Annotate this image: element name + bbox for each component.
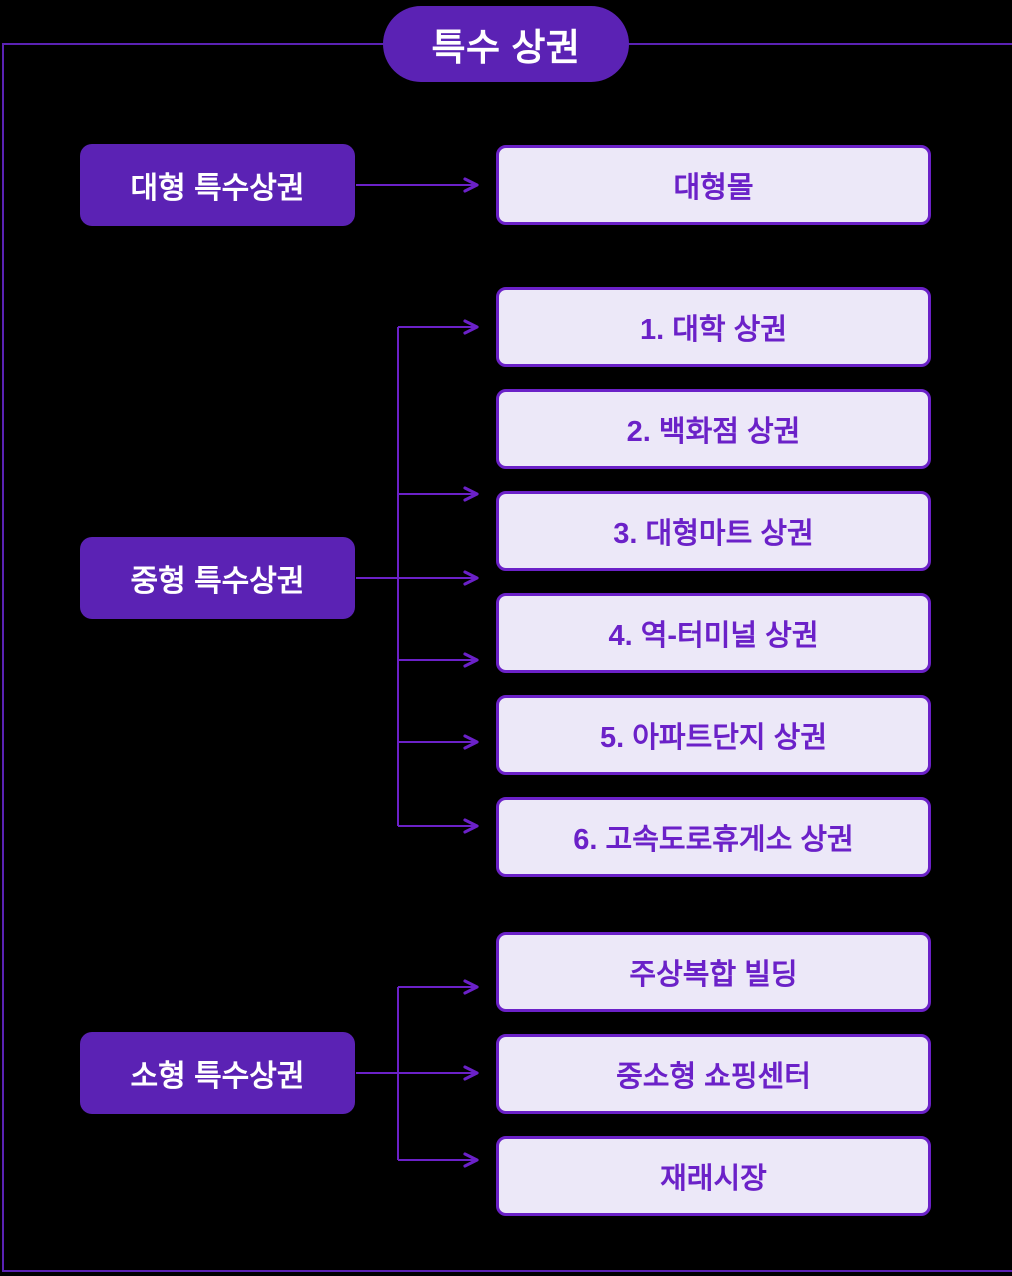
category-chip-large[interactable]: 대형 특수상권	[80, 144, 355, 226]
item-box-shopping-center[interactable]: 중소형 쇼핑센터	[496, 1034, 931, 1114]
item-box-department-store[interactable]: 2. 백화점 상권	[496, 389, 931, 469]
item-box-apartment-complex[interactable]: 5. 아파트단지 상권	[496, 695, 931, 775]
item-box-mixed-use-building[interactable]: 주상복합 빌딩	[496, 932, 931, 1012]
item-box-highway-rest-area[interactable]: 6. 고속도로휴게소 상권	[496, 797, 931, 877]
item-box-large-mall[interactable]: 대형몰	[496, 145, 931, 225]
item-box-traditional-market[interactable]: 재래시장	[496, 1136, 931, 1216]
item-box-hypermarket[interactable]: 3. 대형마트 상권	[496, 491, 931, 571]
category-chip-medium[interactable]: 중형 특수상권	[80, 537, 355, 619]
item-box-university[interactable]: 1. 대학 상권	[496, 287, 931, 367]
diagram-title: 특수 상권	[383, 6, 629, 82]
connector-group-small	[356, 979, 479, 1168]
category-chip-small[interactable]: 소형 특수상권	[80, 1032, 355, 1114]
item-box-station-terminal[interactable]: 4. 역-터미널 상권	[496, 593, 931, 673]
connector-group-medium	[356, 319, 479, 834]
